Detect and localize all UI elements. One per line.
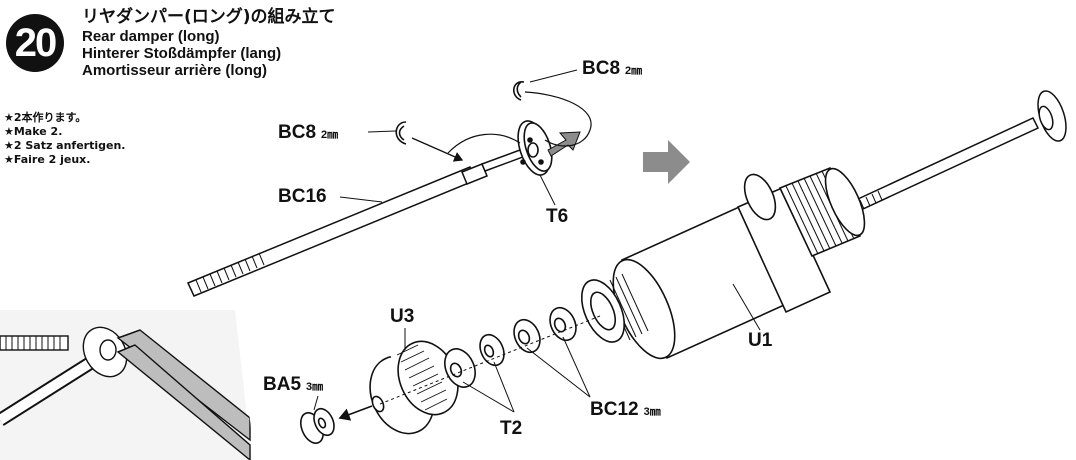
step-titles: リヤダンパー(ロング)の組み立て Rear damper (long) Hint… [82,6,336,79]
label-bc12-size: 3㎜ [643,406,661,418]
ring-t2-a [444,348,476,388]
leader-lines [313,69,761,413]
disc-t6 [517,120,553,176]
ring-bc12-b [549,306,577,342]
ring-t2-b [479,333,505,367]
label-bc16: BC16 [278,186,327,207]
rod-right [843,90,1067,216]
insertion-arrow [547,131,581,157]
label-ba5-size: 3㎜ [306,381,324,393]
step-number-badge: 20 [6,14,64,72]
label-bc8-left-size: 2㎜ [321,129,339,141]
ring-bc12-a [513,318,541,354]
label-bc8-top-size: 2㎜ [625,65,643,77]
rod-bc16 [186,146,533,297]
label-bc12-part: BC12 [590,399,639,420]
right-arrow-icon [643,140,690,184]
note-en: ★Make 2. [4,125,63,138]
label-bc8-top: BC8 2㎜ [582,58,642,80]
title-de: Hinterer Stoßdämpfer (lang) [82,45,282,62]
nut-ba5 [299,407,335,444]
title-fr: Amortisseur arrière (long) [82,62,268,79]
assembly-axis [338,315,601,421]
make-two-notes: ★2本作ります。 ★Make 2. ★2 Satz anfertigen. ★F… [4,111,125,167]
clip-bc8-top [513,81,592,147]
clip-bc8-left [395,121,521,162]
cylinder-u1 [580,166,866,360]
label-bc8-top-part: BC8 [582,58,621,79]
label-bc12: BC12 3㎜ [590,399,661,421]
label-u1: U1 [748,330,773,351]
label-t2: T2 [500,418,523,439]
label-bc8-left: BC8 2㎜ [278,122,338,144]
label-ba5-part: BA5 [263,374,302,395]
note-jp: ★2本作ります。 [4,111,87,124]
label-ba5: BA5 3㎜ [263,374,323,396]
note-de: ★2 Satz anfertigen. [4,139,126,152]
title-jp: リヤダンパー(ロング)の組み立て [82,7,336,27]
label-u3: U3 [390,306,415,327]
label-bc8-left-part: BC8 [278,122,317,143]
inset-pliers-rod [0,310,252,460]
note-fr: ★Faire 2 jeux. [4,153,91,166]
title-en: Rear damper (long) [82,28,220,45]
label-t6: T6 [546,206,569,227]
